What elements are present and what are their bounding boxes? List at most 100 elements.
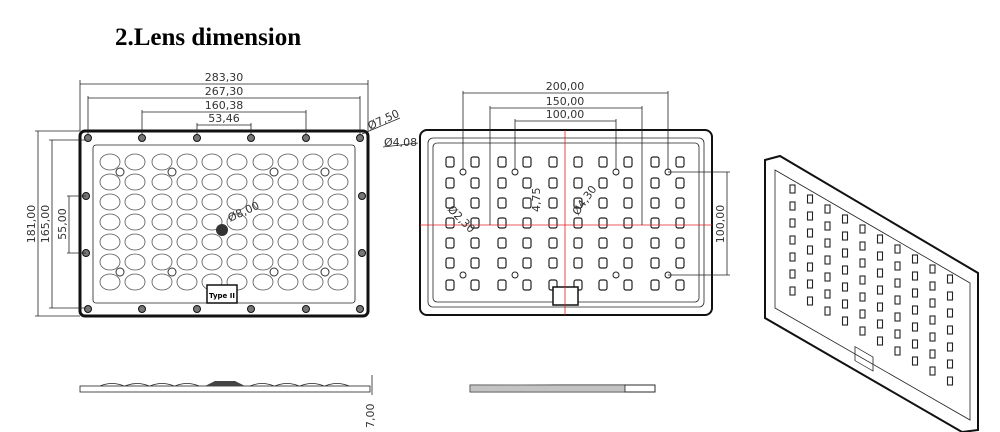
lens-square: [675, 217, 685, 229]
iso-lens: [824, 221, 831, 231]
lens-oval: [151, 173, 173, 191]
screw-boss: [115, 267, 125, 277]
screw-boss: [167, 167, 177, 177]
lens-oval: [201, 193, 223, 211]
pin: [612, 271, 620, 279]
lens-square: [650, 156, 660, 168]
lens-square: [675, 156, 685, 168]
iso-lens: [841, 265, 849, 275]
lens-oval: [176, 253, 198, 271]
lens-oval: [151, 153, 173, 171]
iso-lens: [859, 241, 866, 251]
side-view-middle: [469, 384, 656, 393]
iso-lens: [894, 346, 901, 356]
lens-oval: [99, 173, 121, 191]
iso-lens: [929, 332, 936, 342]
iso-lens: [946, 325, 954, 335]
lens-square: [445, 197, 455, 209]
lens-oval: [327, 253, 349, 271]
lens-square: [445, 279, 455, 291]
lens-oval: [302, 173, 324, 191]
lens-square: [598, 156, 608, 168]
iso-lens: [824, 272, 831, 282]
isometric-view: [764, 154, 979, 432]
lens-square: [573, 217, 583, 229]
lens-oval: [302, 193, 324, 211]
bottom-view: 200,00 150,00 100,00 100,00 4,75 Ø2,30 Ø…: [419, 80, 730, 316]
type-label: Type II: [209, 292, 235, 300]
lens-square: [573, 197, 583, 209]
lens-square: [522, 217, 532, 229]
lens-square: [548, 257, 558, 269]
mount-hole: [358, 249, 366, 257]
mount-hole: [84, 305, 92, 313]
iso-lens: [824, 204, 831, 214]
dim-hole-span-vertical: 165,00: [39, 205, 52, 244]
dim-side-hole-span: 55,00: [56, 208, 69, 240]
lens-square: [598, 197, 608, 209]
lens-oval-grid: [99, 153, 349, 291]
iso-lens: [929, 298, 936, 308]
lens-square: [623, 237, 633, 249]
lens-square: [623, 257, 633, 269]
iso-lens: [911, 339, 919, 349]
lens-square: [573, 177, 583, 189]
lens-oval: [176, 193, 198, 211]
lens-square: [522, 237, 532, 249]
lens-square: [445, 217, 455, 229]
dim-hole-span-mid: 160,38: [205, 99, 244, 112]
lens-oval: [176, 153, 198, 171]
lens-square: [470, 197, 480, 209]
iso-lens: [894, 312, 901, 322]
iso-lens: [929, 315, 936, 325]
lens-oval: [302, 253, 324, 271]
lens-square: [470, 177, 480, 189]
iso-lens: [841, 299, 849, 309]
lens-square: [497, 177, 507, 189]
mount-hole: [84, 134, 92, 142]
iso-lens: [894, 244, 901, 254]
iso-lens: [911, 305, 919, 315]
iso-lens: [806, 262, 814, 272]
lens-oval: [151, 253, 173, 271]
iso-lens: [946, 376, 954, 386]
lens-square: [598, 217, 608, 229]
iso-lens: [894, 329, 901, 339]
iso-lens: [876, 302, 884, 312]
dim-overall-height: 181,00: [25, 205, 38, 244]
lens-square-grid: [445, 156, 685, 291]
lens-oval: [252, 273, 274, 291]
lens-oval: [327, 273, 349, 291]
lens-oval: [124, 273, 146, 291]
lens-oval: [327, 233, 349, 251]
lens-oval: [201, 213, 223, 231]
lens-oval: [327, 173, 349, 191]
screw-boss: [320, 167, 330, 177]
lens-square: [548, 156, 558, 168]
lens-square: [497, 217, 507, 229]
iso-lens: [824, 306, 831, 316]
lens-square: [497, 156, 507, 168]
iso-lens: [824, 289, 831, 299]
screw-boss: [269, 167, 279, 177]
lens-square: [548, 217, 558, 229]
iso-lens: [876, 285, 884, 295]
iso-lens: [824, 255, 831, 265]
mount-hole: [193, 305, 201, 313]
dim-thickness: 7,00: [364, 404, 377, 429]
lens-oval: [327, 193, 349, 211]
iso-lens: [929, 366, 936, 376]
iso-lens: [876, 268, 884, 278]
dim-outer-hole-dia: Ø7,50: [366, 107, 402, 133]
lens-oval: [277, 253, 299, 271]
iso-lens: [789, 286, 796, 296]
mount-hole: [138, 305, 146, 313]
lens-square: [470, 237, 480, 249]
iso-lens: [911, 254, 919, 264]
lens-square: [675, 197, 685, 209]
lens-square: [675, 237, 685, 249]
iso-lens: [824, 238, 831, 248]
iso-lens: [789, 201, 796, 211]
lens-oval: [124, 193, 146, 211]
iso-lens: [894, 295, 901, 305]
